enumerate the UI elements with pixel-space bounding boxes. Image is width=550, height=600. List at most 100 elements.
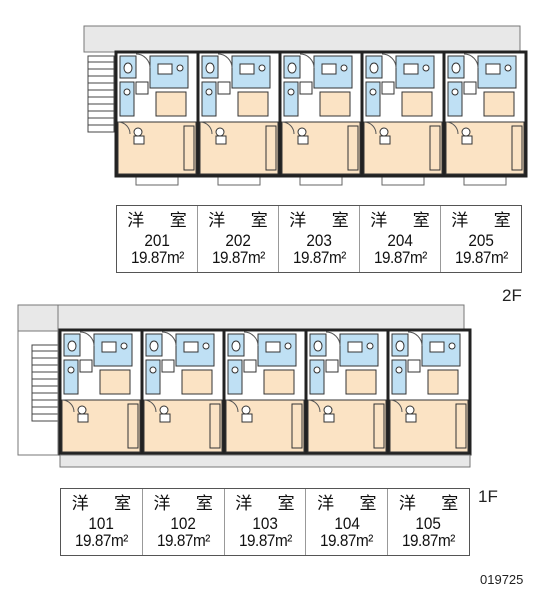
toilet-icon xyxy=(67,340,77,352)
apartment-unit xyxy=(278,50,364,186)
door-swing xyxy=(135,53,151,69)
room-number: 201 xyxy=(144,230,170,250)
desk-icon xyxy=(323,413,335,423)
apartment-unit xyxy=(360,50,446,186)
floor-label-2f: 2F xyxy=(502,286,522,305)
room-label-104: 洋 室 104 19.87m² xyxy=(306,489,389,555)
kitchen xyxy=(227,359,243,395)
chair-icon xyxy=(159,405,169,415)
closet xyxy=(483,91,515,117)
stove-icon xyxy=(369,88,377,96)
kitchen xyxy=(201,81,217,117)
stove-icon xyxy=(149,366,157,374)
entrance xyxy=(325,359,339,373)
apartment-unit xyxy=(114,50,200,186)
bathtub-icon xyxy=(347,341,363,353)
room-number: 101 xyxy=(88,513,115,533)
chair-icon xyxy=(215,127,225,137)
room-door-swing xyxy=(307,399,321,413)
toilet-icon xyxy=(395,340,405,352)
bathtub-icon xyxy=(485,63,501,75)
entrance xyxy=(381,81,395,95)
room-area: 19.87m² xyxy=(292,247,346,267)
storage xyxy=(209,403,221,449)
room-number: 204 xyxy=(387,230,413,250)
room-area: 19.87m² xyxy=(238,530,292,550)
bathtub-icon xyxy=(265,341,281,353)
entrance xyxy=(161,359,175,373)
sink-icon xyxy=(422,64,430,72)
toilet-icon xyxy=(313,340,323,352)
room-area: 19.87m² xyxy=(211,247,265,267)
room-type: 洋 室 xyxy=(451,210,521,231)
stair-hall xyxy=(17,304,59,456)
bathtub-icon xyxy=(101,341,117,353)
room-label-202: 洋 室 202 19.87m² xyxy=(198,206,279,272)
stove-icon xyxy=(205,88,213,96)
entrance xyxy=(407,359,421,373)
sink-icon xyxy=(448,342,456,350)
stove-icon xyxy=(67,366,75,374)
bathtub-icon xyxy=(239,63,255,75)
staircase xyxy=(31,344,59,422)
room-number: 205 xyxy=(468,230,494,250)
apartment-unit xyxy=(442,50,528,186)
room-type: 洋 室 xyxy=(289,210,359,231)
bathtub-icon xyxy=(321,63,337,75)
sink-icon xyxy=(176,64,184,72)
room-type: 洋 室 xyxy=(208,210,278,231)
room-number: 102 xyxy=(170,513,196,533)
desk-icon xyxy=(241,413,253,423)
desk-icon xyxy=(297,135,309,145)
room-door-swing xyxy=(363,121,377,135)
apartment-unit xyxy=(196,50,282,186)
closet xyxy=(401,91,433,117)
floor-plan-2f xyxy=(83,25,528,186)
stove-icon xyxy=(313,366,321,374)
room-number: 105 xyxy=(415,513,442,533)
entrance xyxy=(463,81,477,95)
main-room xyxy=(281,121,361,175)
storage xyxy=(347,125,359,171)
main-room xyxy=(199,121,279,175)
entrance xyxy=(217,81,231,95)
sink-icon xyxy=(284,342,292,350)
room-label-105: 洋 室 105 19.87m² xyxy=(388,489,469,555)
room-number: 203 xyxy=(306,230,332,250)
apartment-unit xyxy=(140,328,226,464)
desk-icon xyxy=(461,135,473,145)
chair-icon xyxy=(241,405,251,415)
door-swing xyxy=(463,53,479,69)
closet xyxy=(237,91,269,117)
staircase xyxy=(87,55,115,133)
storage xyxy=(291,403,303,449)
toilet-icon xyxy=(287,62,297,74)
desk-icon xyxy=(215,135,227,145)
desk-icon xyxy=(379,135,391,145)
main-room xyxy=(307,399,387,453)
stove-icon xyxy=(123,88,131,96)
kitchen xyxy=(365,81,381,117)
main-room xyxy=(225,399,305,453)
desk-icon xyxy=(133,135,145,145)
room-door-swing xyxy=(199,121,213,135)
room-area: 19.87m² xyxy=(130,247,184,267)
room-door-swing xyxy=(281,121,295,135)
room-label-201: 洋 室 201 19.87m² xyxy=(117,206,198,272)
main-room xyxy=(61,399,141,453)
desk-icon xyxy=(405,413,417,423)
sink-icon xyxy=(504,64,512,72)
room-label-102: 洋 室 102 19.87m² xyxy=(143,489,225,555)
door-swing xyxy=(79,331,95,347)
room-area: 19.87m² xyxy=(320,530,374,550)
desk-icon xyxy=(77,413,89,423)
floor-label-1f: 1F xyxy=(478,487,498,506)
chair-icon xyxy=(297,127,307,137)
stove-icon xyxy=(395,366,403,374)
corridor xyxy=(17,304,465,332)
sink-icon xyxy=(120,342,128,350)
storage xyxy=(429,125,441,171)
closet xyxy=(319,91,351,117)
storage xyxy=(127,403,139,449)
